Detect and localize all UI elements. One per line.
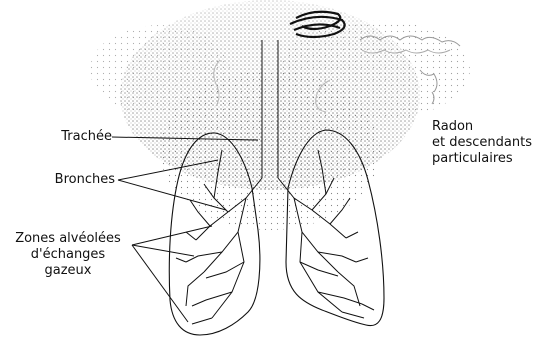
alveoli-leader-line-3 <box>132 245 188 322</box>
alveoli-label-line-1: Zones alvéolées <box>4 231 132 247</box>
alveoli-label-line-2: d'échanges <box>4 247 132 263</box>
bronchi-label: Bronches <box>20 172 115 188</box>
trachea-label: Trachée <box>20 129 112 145</box>
radon-label-line-1: Radon <box>432 119 540 135</box>
alveoli-label-line-3: gazeux <box>4 263 132 279</box>
radon-label-line-2: et descendants <box>432 135 540 151</box>
radon-label-line-3: particulaires <box>432 151 540 167</box>
particle-cloud <box>90 0 470 230</box>
alveoli-leader-line-2 <box>132 245 194 256</box>
alveoli-label: Zones alvéolées d'échanges gazeux <box>4 231 132 279</box>
radon-label: Radon et descendants particulaires <box>432 119 540 167</box>
